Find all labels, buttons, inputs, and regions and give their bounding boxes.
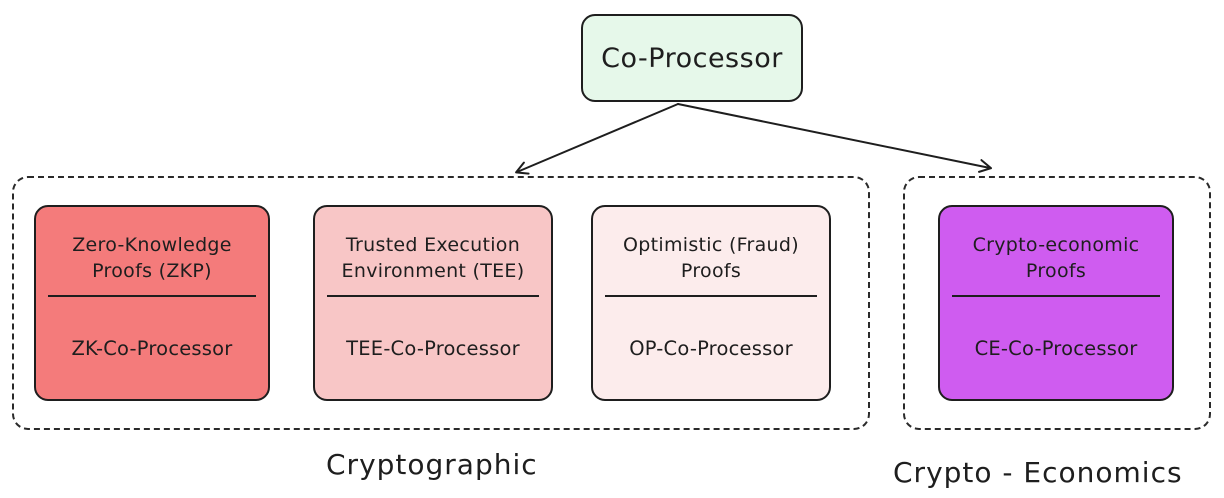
co-processor-node: Co-Processor [581,14,803,102]
arrow-to-crypto-economics [677,103,992,173]
ce-card-divider [952,295,1160,297]
zk-card-divider [48,295,256,297]
ce-card: Crypto-economic Proofs CE-Co-Processor [938,205,1174,401]
crypto-economics-group [903,176,1211,430]
co-processor-label: Co-Processor [601,42,783,74]
op-card-divider [605,295,817,297]
ce-card-name: CE-Co-Processor [974,336,1138,360]
tee-card-title: Trusted Execution Environment (TEE) [341,234,525,282]
cryptographic-label: Cryptographic [326,448,538,481]
cryptographic-group [12,176,870,430]
crypto-economics-label: Crypto - Economics [893,456,1183,489]
op-card-name: OP-Co-Processor [629,336,793,360]
op-card: Optimistic (Fraud) Proofs OP-Co-Processo… [591,205,831,401]
zk-card-title: Zero-Knowledge Proofs (ZKP) [72,234,232,282]
tee-card-divider [327,295,539,297]
zk-card-name: ZK-Co-Processor [71,336,233,360]
op-card-title: Optimistic (Fraud) Proofs [623,234,799,282]
tee-card: Trusted Execution Environment (TEE) TEE-… [313,205,553,401]
ce-card-title: Crypto-economic Proofs [972,234,1140,282]
tee-card-name: TEE-Co-Processor [346,336,520,360]
arrow-to-cryptographic [515,103,679,175]
zk-card: Zero-Knowledge Proofs (ZKP) ZK-Co-Proces… [34,205,270,401]
